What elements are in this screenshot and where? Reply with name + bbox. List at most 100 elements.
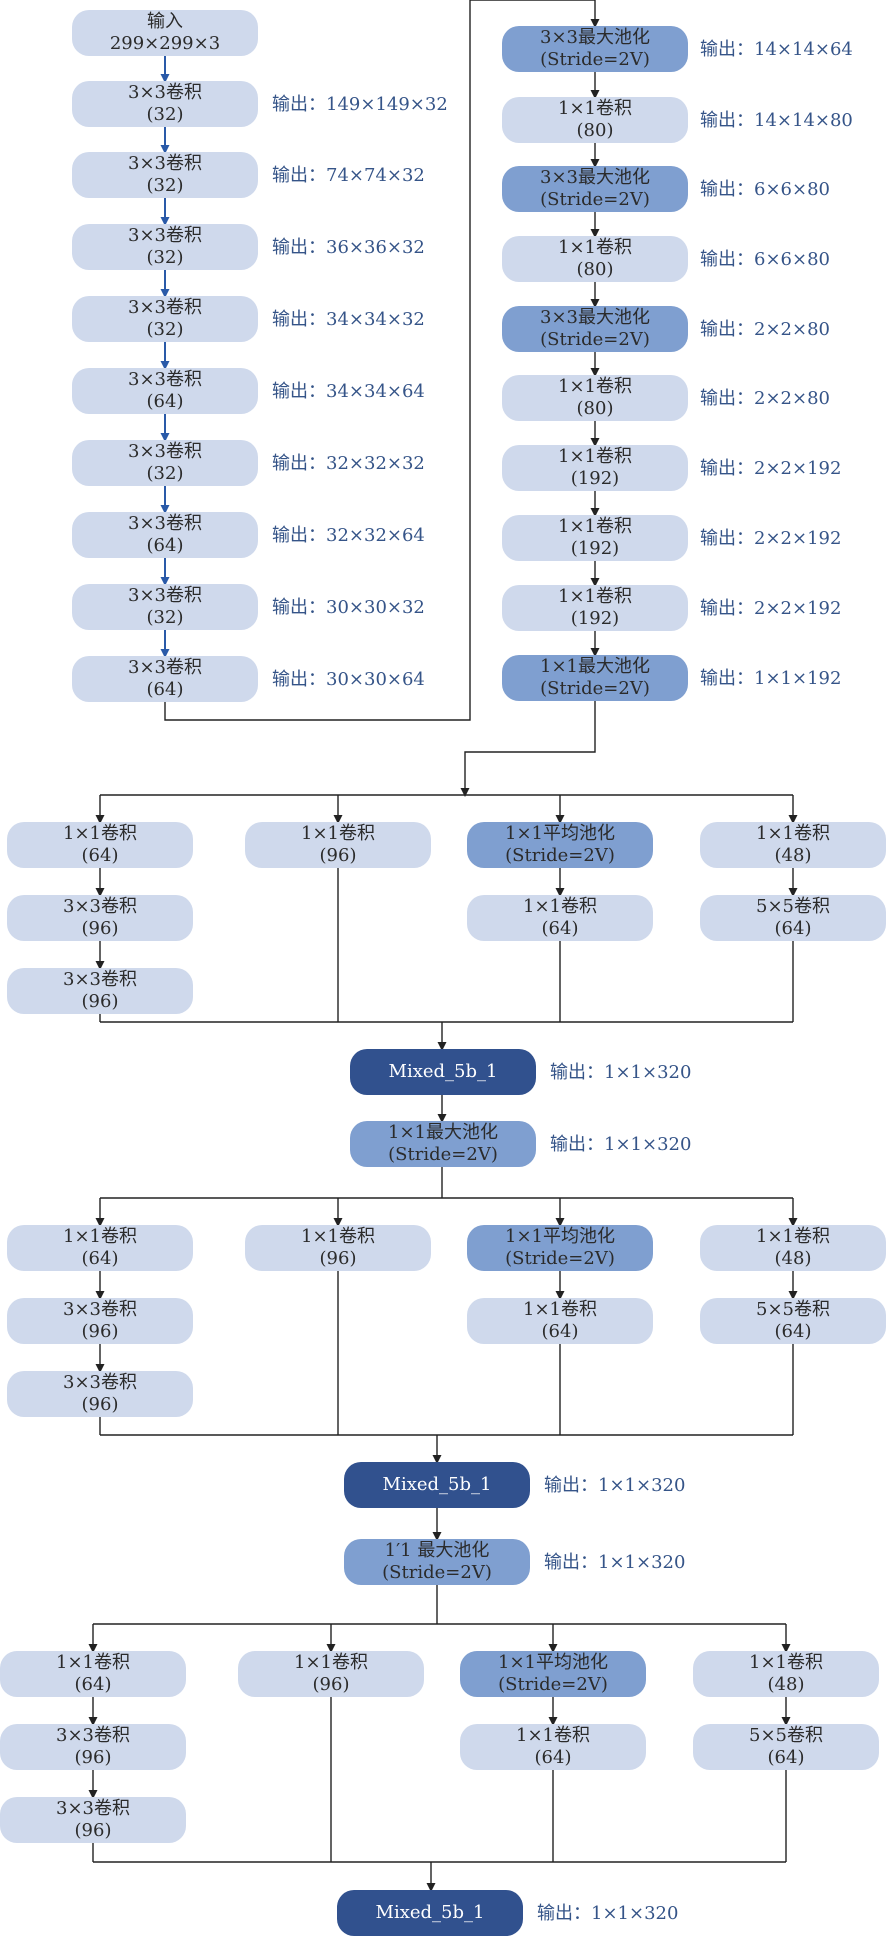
arrow xyxy=(460,701,596,797)
stem-conv-node-line1: 3×3卷积 xyxy=(128,153,202,174)
branch1-node: 3×3卷积(96) xyxy=(7,1371,193,1417)
output-annotation: 输出：30×30×64 xyxy=(272,669,425,690)
stem-right-node-line1: 3×3最大池化 xyxy=(540,307,650,328)
maxpool-node: 1×1最大池化(Stride=2V) xyxy=(350,1121,536,1167)
stem-conv-node-line2: (32) xyxy=(146,607,184,628)
output-annotation: 输出：1×1×192 xyxy=(700,668,842,689)
stem-right-node-line2: (192) xyxy=(570,468,620,489)
branch3-pool-node-line1: 1×1平均池化 xyxy=(498,1652,608,1673)
branch4-node-line2: (48) xyxy=(774,845,812,866)
stem-right-node-line2: (192) xyxy=(570,608,620,629)
stem-conv-node: 3×3卷积(64) xyxy=(72,656,258,702)
branch1-node: 3×3卷积(96) xyxy=(7,968,193,1014)
branch4-conv-node-line2: (64) xyxy=(774,918,812,939)
stem-right-node-line2: (192) xyxy=(570,538,620,559)
output-annotation: 输出：2×2×80 xyxy=(700,388,830,409)
branch3-conv-node-line2: (64) xyxy=(541,1321,579,1342)
stem-right-node-line2: (Stride=2V) xyxy=(540,189,650,210)
branch3-pool-node-line1: 1×1平均池化 xyxy=(505,823,615,844)
branch3-conv-node-line1: 1×1卷积 xyxy=(523,896,597,917)
branch2-node: 1×1卷积(96) xyxy=(238,1651,424,1697)
branch1-node-line2: (96) xyxy=(81,1321,119,1342)
branch4-conv-node-line1: 5×5卷积 xyxy=(756,896,830,917)
branch3-conv-node-line1: 1×1卷积 xyxy=(516,1725,590,1746)
branch4-conv-node-line1: 5×5卷积 xyxy=(749,1725,823,1746)
branch1-node-line2: (96) xyxy=(74,1747,112,1768)
stem-right-node: 3×3最大池化(Stride=2V) xyxy=(502,166,688,212)
branch4-node-line1: 1×1卷积 xyxy=(756,823,830,844)
branch4-node-line2: (48) xyxy=(767,1674,805,1695)
stem-conv-node: 3×3卷积(32) xyxy=(72,152,258,198)
branch1-node-line1: 1×1卷积 xyxy=(63,1226,137,1247)
branch3-pool-node: 1×1平均池化(Stride=2V) xyxy=(467,822,653,868)
stem-conv-node-line2: (32) xyxy=(146,247,184,268)
stem-right-node: 1×1卷积(80) xyxy=(502,97,688,143)
branch4-conv-node-line1: 5×5卷积 xyxy=(756,1299,830,1320)
branch4-conv-node: 5×5卷积(64) xyxy=(700,895,886,941)
branch2-node-line2: (96) xyxy=(319,845,357,866)
stem-right-node-line1: 3×3最大池化 xyxy=(540,167,650,188)
branch3-pool-node-line1: 1×1平均池化 xyxy=(505,1226,615,1247)
stem-right-node: 1×1卷积(192) xyxy=(502,585,688,631)
branch1-node: 3×3卷积(96) xyxy=(0,1724,186,1770)
branch1-node-line1: 3×3卷积 xyxy=(63,1299,137,1320)
output-annotation: 输出：32×32×32 xyxy=(272,453,425,474)
output-annotation: 输出：1×1×320 xyxy=(537,1903,679,1924)
stem-right-node-line1: 3×3最大池化 xyxy=(540,27,650,48)
branch4-node-line2: (48) xyxy=(774,1248,812,1269)
maxpool-node-line1: 1×1最大池化 xyxy=(388,1122,498,1143)
stem-conv-node-line2: (32) xyxy=(146,104,184,125)
branch1-node: 3×3卷积(96) xyxy=(7,895,193,941)
maxpool-node-line2: (Stride=2V) xyxy=(382,1562,492,1583)
stem-right-node-line2: (80) xyxy=(576,120,614,141)
mixed-node-label: Mixed_5b_1 xyxy=(382,1474,492,1495)
output-annotation: 输出：2×2×192 xyxy=(700,528,842,549)
input-node-line1: 输入 xyxy=(147,11,183,32)
arrow xyxy=(164,0,600,721)
stem-right-node: 3×3最大池化(Stride=2V) xyxy=(502,306,688,352)
stem-right-node-line1: 1×1卷积 xyxy=(558,516,632,537)
stem-right-node: 1×1卷积(80) xyxy=(502,375,688,421)
output-annotation: 输出：1×1×320 xyxy=(544,1475,686,1496)
stem-conv-node: 3×3卷积(32) xyxy=(72,224,258,270)
branch1-node-line2: (64) xyxy=(81,845,119,866)
stem-conv-node-line1: 3×3卷积 xyxy=(128,82,202,103)
branch1-node: 3×3卷积(96) xyxy=(0,1797,186,1843)
stem-conv-node-line1: 3×3卷积 xyxy=(128,513,202,534)
output-annotation: 输出：2×2×80 xyxy=(700,319,830,340)
stem-right-node-line1: 1×1卷积 xyxy=(558,98,632,119)
branch2-node-line1: 1×1卷积 xyxy=(301,823,375,844)
output-annotation: 输出：2×2×192 xyxy=(700,458,842,479)
branch2-node: 1×1卷积(96) xyxy=(245,822,431,868)
stem-conv-node-line1: 3×3卷积 xyxy=(128,585,202,606)
branch2-node-line2: (96) xyxy=(319,1248,357,1269)
stem-right-node-line2: (80) xyxy=(576,398,614,419)
branch3-pool-node: 1×1平均池化(Stride=2V) xyxy=(460,1651,646,1697)
stem-right-node: 1×1卷积(192) xyxy=(502,445,688,491)
branch1-node-line1: 3×3卷积 xyxy=(56,1725,130,1746)
branch4-conv-node-line2: (64) xyxy=(767,1747,805,1768)
output-annotation: 输出：30×30×32 xyxy=(272,597,425,618)
mixed-node-label: Mixed_5b_1 xyxy=(388,1061,498,1082)
branch4-conv-node: 5×5卷积(64) xyxy=(693,1724,879,1770)
branch2-node-line2: (96) xyxy=(312,1674,350,1695)
stem-right-node-line1: 1×1卷积 xyxy=(558,237,632,258)
stem-right-node-line2: (Stride=2V) xyxy=(540,329,650,350)
branch3-pool-node-line2: (Stride=2V) xyxy=(505,1248,615,1269)
stem-conv-node: 3×3卷积(32) xyxy=(72,296,258,342)
stem-conv-node-line1: 3×3卷积 xyxy=(128,441,202,462)
branch4-node: 1×1卷积(48) xyxy=(693,1651,879,1697)
maxpool-node: 1′1 最大池化(Stride=2V) xyxy=(344,1539,530,1585)
branch3-pool-node: 1×1平均池化(Stride=2V) xyxy=(467,1225,653,1271)
stem-right-node: 1×1最大池化(Stride=2V) xyxy=(502,655,688,701)
stem-conv-node: 3×3卷积(32) xyxy=(72,584,258,630)
branch3-conv-node-line2: (64) xyxy=(534,1747,572,1768)
branch3-conv-node-line2: (64) xyxy=(541,918,579,939)
stem-right-node: 1×1卷积(192) xyxy=(502,515,688,561)
stem-conv-node-line2: (32) xyxy=(146,175,184,196)
branch4-node: 1×1卷积(48) xyxy=(700,1225,886,1271)
branch3-conv-node: 1×1卷积(64) xyxy=(467,1298,653,1344)
branch3-conv-node: 1×1卷积(64) xyxy=(460,1724,646,1770)
branch1-node-line2: (64) xyxy=(81,1248,119,1269)
